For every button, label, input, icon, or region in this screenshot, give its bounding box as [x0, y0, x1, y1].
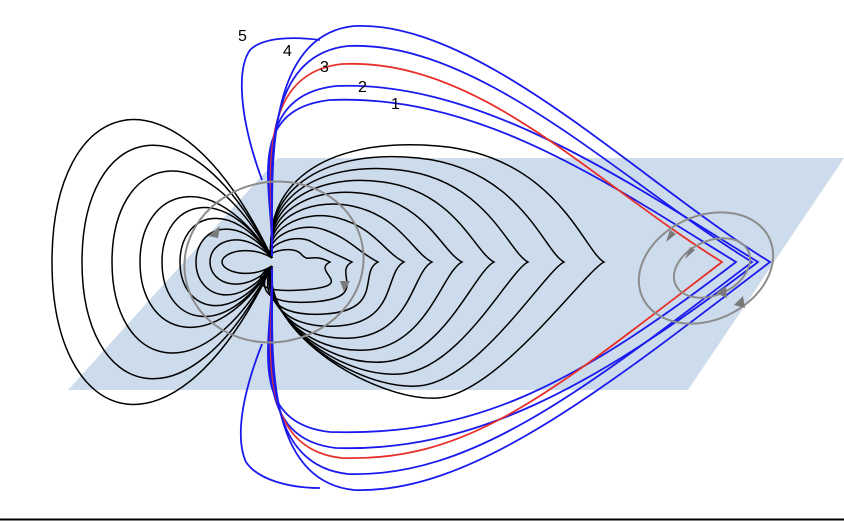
field-line-closed-left — [221, 249, 273, 275]
right-outer-loop — [637, 211, 775, 325]
arrow-right-outer-lower — [734, 296, 745, 308]
field-line-closed-right — [270, 156, 566, 387]
field-line-closed-right — [270, 167, 530, 375]
field-line-closed-left — [179, 217, 273, 307]
left-current-loop — [183, 180, 365, 344]
field-line-closed-right — [266, 226, 380, 315]
field-line-closed-left — [111, 170, 273, 354]
arrow-right-inner-upper — [685, 247, 695, 259]
field-line-2 — [268, 84, 760, 450]
field-line-5 — [271, 25, 772, 491]
field-line-label-3: 3 — [320, 59, 329, 76]
labeled-field-lines — [239, 25, 772, 491]
field-line-closed-right — [269, 179, 496, 363]
field-line-5-crest — [240, 37, 321, 181]
field-line-label-4: 4 — [283, 43, 292, 60]
field-line-closed-right — [268, 214, 406, 327]
arrow-left-loop-lower — [340, 281, 350, 292]
field-line-closed-left — [195, 228, 273, 296]
field-line-closed-right — [270, 144, 606, 399]
field-line-5-trough — [239, 343, 321, 489]
arrow-right-outer-upper — [666, 230, 676, 242]
field-line-closed-right — [269, 203, 434, 339]
arrow-right-inner-lower — [716, 286, 727, 298]
closed-field-lines — [51, 118, 606, 406]
arrow-left-loop-upper — [208, 226, 220, 238]
field-line-closed-left — [81, 144, 273, 380]
field-line-closed-left — [161, 206, 273, 318]
field-line-closed-right — [269, 191, 464, 351]
equatorial-plane — [68, 158, 844, 390]
field-line-4 — [270, 45, 754, 475]
field-line-closed-left — [51, 118, 273, 406]
field-line-closed-left — [139, 195, 273, 329]
field-line-label-2: 2 — [358, 79, 367, 96]
field-line-label-1: 1 — [391, 96, 400, 113]
field-line-label-5: 5 — [238, 28, 247, 45]
field-line-3 — [269, 63, 724, 459]
field-line-1 — [267, 98, 738, 434]
field-line-closed-left — [209, 239, 273, 285]
